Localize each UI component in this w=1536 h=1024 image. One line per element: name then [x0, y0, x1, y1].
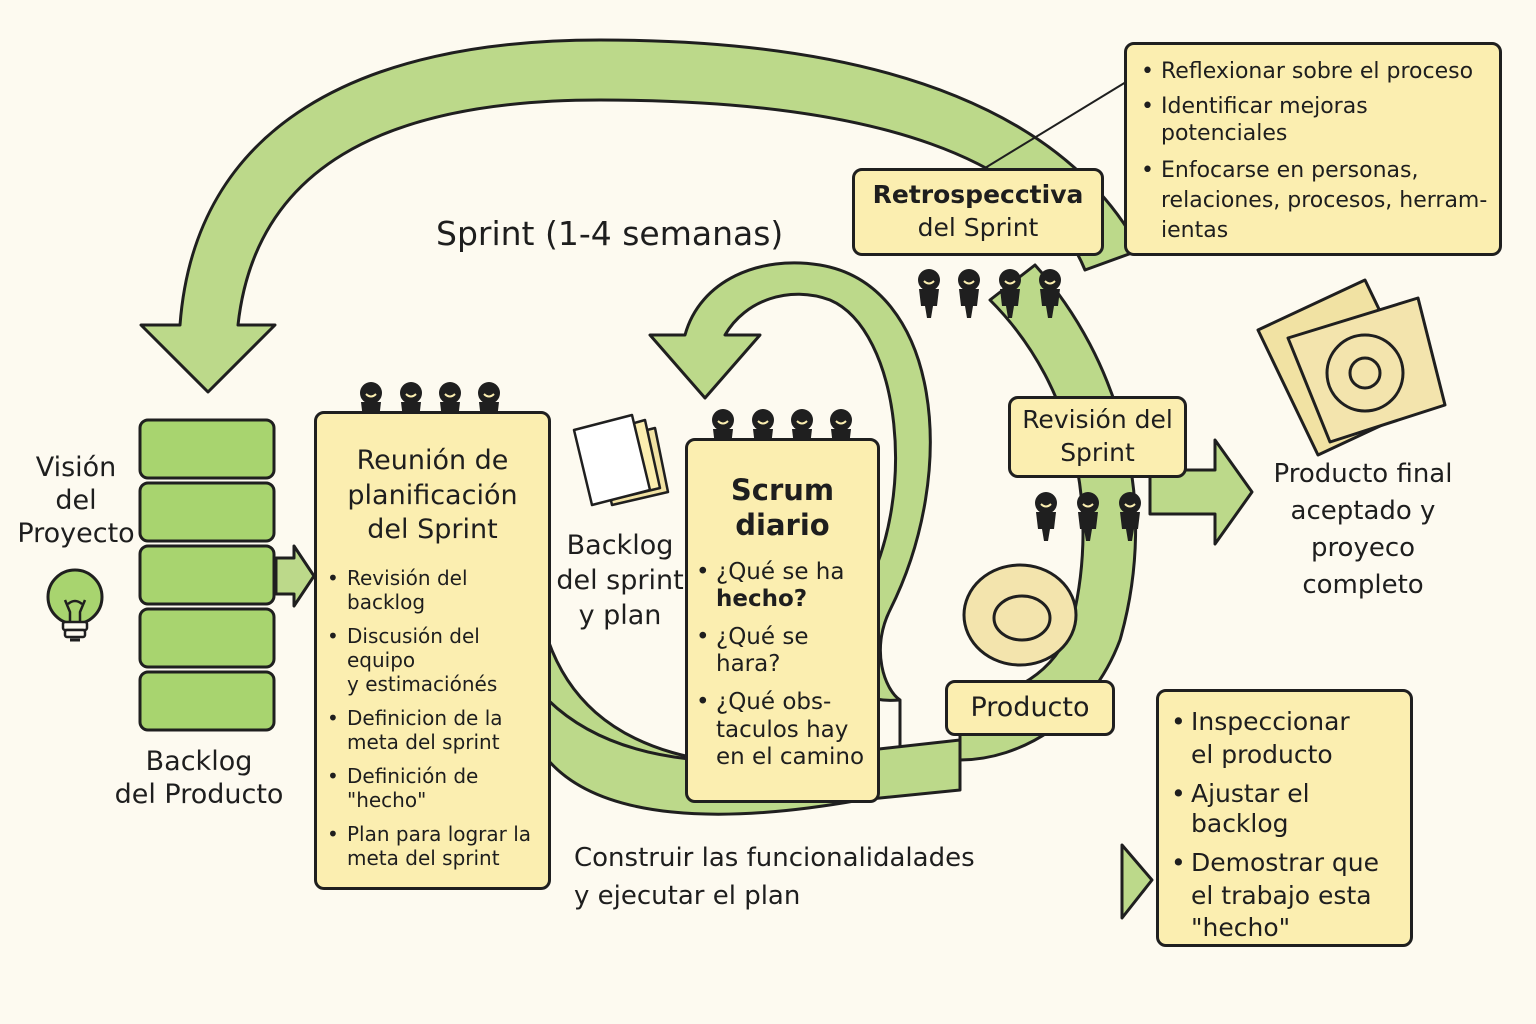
product-backlog-line: del Producto — [114, 778, 284, 810]
daily-scrum-item-text: hecho? — [716, 586, 808, 613]
daily-scrum-item: ¿Qué se hara? — [694, 624, 877, 679]
vision-line: del — [55, 484, 97, 516]
sprint-backlog-line: del sprint — [556, 565, 684, 597]
retrospective-notes: Reflexionar sobre el proceso Identificar… — [1139, 59, 1499, 245]
daily-scrum-loop-arrow — [546, 261, 932, 775]
sprint-review-box: Revisión del Sprint — [1008, 396, 1187, 478]
planning-item-text: Definición de — [347, 763, 479, 788]
review-pointer-icon — [1120, 843, 1154, 920]
planning-item-text: meta del sprint — [347, 729, 500, 754]
review-title-line: Revisión del — [1022, 405, 1173, 434]
planning-item-text: "hecho" — [347, 787, 427, 812]
product-box: Producto — [945, 680, 1115, 736]
planning-item: Revisión del backlog — [325, 566, 548, 614]
review-note: Inspeccionar el producto — [1169, 706, 1410, 771]
retrospective-notes-box: Reflexionar sobre el proceso Identificar… — [1124, 42, 1502, 256]
lightbulb-icon — [46, 568, 104, 642]
review-note-text: el producto — [1191, 739, 1333, 769]
sprint-backlog-label: Backlog del sprint y plan — [556, 528, 684, 633]
review-note-text: Ajustar el backlog — [1191, 779, 1310, 838]
sprint-planning-box: Reunión de planificación del Sprint Revi… — [314, 411, 551, 890]
final-product-line: aceptado y — [1290, 495, 1436, 526]
daily-scrum-item-text: en el camino — [716, 744, 865, 771]
build-label-line: Construir las funcionalidalades — [574, 843, 975, 873]
daily-scrum-item-text: ¿Qué obs- — [716, 688, 832, 715]
review-notes: Inspeccionar el producto Ajustar el backl… — [1169, 706, 1410, 945]
planning-title-line: del Sprint — [367, 514, 498, 546]
planning-title-line: Reunión de — [356, 445, 509, 476]
daily-scrum-title: Scrum diario — [688, 473, 877, 543]
daily-scrum-item-text: taculos hay — [716, 716, 849, 743]
daily-scrum-item-text: ¿Qué se ha — [716, 558, 845, 585]
review-title-line: Sprint — [1060, 437, 1135, 467]
retro-note-text: Enfocarse en personas, — [1161, 158, 1419, 184]
planning-title: Reunión de planificación del Sprint — [317, 444, 548, 548]
planning-item-text: meta del sprint — [347, 845, 500, 870]
product-backlog-stack-icon — [138, 418, 276, 732]
planning-title-line: planificación — [347, 479, 518, 511]
planning-item-text: y estimaciónés — [347, 671, 498, 696]
sprint-loop-label: Sprint (1-4 semanas) — [436, 214, 784, 253]
retro-note-text: ientas — [1161, 217, 1229, 243]
product-disc-icon — [962, 563, 1078, 667]
document-stack-icon — [572, 413, 670, 507]
daily-scrum-title-line: diario — [735, 507, 830, 542]
review-note: Ajustar el backlog — [1169, 779, 1410, 839]
retro-note-text: relaciones, procesos, herram- — [1161, 187, 1488, 213]
retro-note-text: Reflexionar sobre el proceso — [1161, 59, 1474, 84]
product-backlog-label: Backlog del Producto — [106, 746, 292, 812]
sprint-retrospective-box: Retrospecctiva del Sprint — [852, 168, 1104, 256]
retro-note: Reflexionar sobre el proceso — [1139, 59, 1499, 86]
retro-connector-line — [984, 81, 1127, 169]
planning-items: Revisión del backlog Discusión del equip… — [325, 566, 548, 870]
planning-item-text: Revisión del backlog — [347, 565, 468, 614]
review-notes-box: Inspeccionar el producto Ajustar el backl… — [1156, 689, 1413, 947]
vision-line: Proyecto — [17, 517, 135, 549]
sprint-backlog-line: y plan — [578, 600, 662, 632]
review-note-text: el trabajo esta — [1191, 880, 1372, 910]
final-product-line: Producto final — [1273, 459, 1453, 489]
planning-item-text: Plan para lograr la — [347, 821, 532, 846]
final-product-label: Producto final aceptado y proyeco comple… — [1250, 456, 1476, 604]
product-package-icon — [1256, 278, 1447, 457]
review-note: Demostrar que el trabajo esta "hecho" — [1169, 847, 1410, 945]
retro-note: Enfocarse en personas, relaciones, proces… — [1139, 156, 1499, 245]
retro-note: Identificar mejoras potenciales — [1139, 94, 1499, 147]
planning-item: Definición de"hecho" — [325, 764, 548, 812]
build-label: Construir las funcionalidalades y ejecut… — [574, 840, 975, 915]
daily-scrum-item-text: ¿Qué se hara? — [716, 623, 809, 678]
retro-title-line: Retrospecctiva — [872, 180, 1084, 209]
product-backlog-line: Backlog — [145, 746, 253, 777]
vision-label: Visión del Proyecto — [14, 452, 138, 551]
review-note-text: "hecho" — [1191, 913, 1291, 942]
retro-title-line: del Sprint — [917, 212, 1039, 242]
build-label-line: y ejecutar el plan — [574, 880, 801, 911]
daily-scrum-title-line: Scrum — [730, 473, 835, 507]
review-note-text: Inspeccionar — [1191, 707, 1350, 736]
vision-line: Visión — [35, 452, 117, 483]
backlog-to-planning-arrow — [274, 544, 316, 608]
retro-note-text: Identificar mejoras potenciales — [1161, 94, 1368, 146]
final-product-line: proyeco completo — [1302, 532, 1424, 600]
planning-item-text: Definicion de la — [347, 705, 503, 730]
sprint-backlog-line: Backlog — [566, 530, 674, 561]
planning-item-text: Discusión del equipo — [347, 623, 480, 672]
review-note-text: Demostrar que — [1191, 848, 1380, 877]
final-product-arrow — [1148, 438, 1254, 546]
sprint-loop-arrow — [139, 38, 1142, 394]
